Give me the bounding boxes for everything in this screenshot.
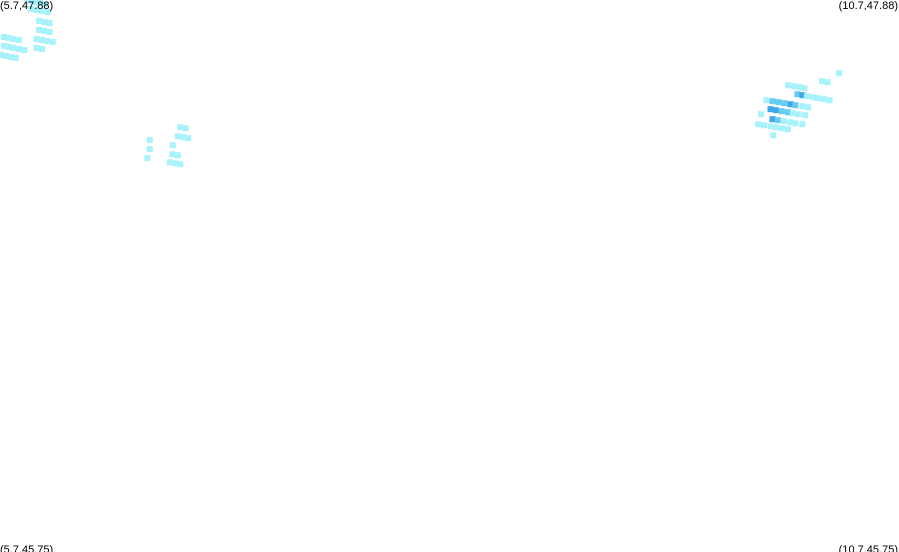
grid-cell-low	[36, 27, 43, 33]
grid-cell-low	[799, 121, 806, 128]
grid-cell-low	[31, 0, 38, 5]
grid-cell-low	[824, 79, 831, 86]
grid-cell-low	[39, 46, 46, 52]
grid-cell-low	[781, 118, 787, 125]
grid-cell-low	[33, 44, 40, 51]
grid-cell-low	[819, 78, 825, 85]
grid-cell-low	[169, 142, 176, 149]
grid-cell-low	[0, 42, 7, 49]
grid-cell-low	[5, 43, 12, 50]
grid-cell-low	[36, 17, 43, 24]
grid-cell-low	[44, 38, 51, 44]
grid-cell-mid	[775, 99, 782, 106]
grid-cell-low	[169, 151, 176, 158]
grid-cell-low	[795, 111, 802, 118]
grid-cell-low	[28, 6, 35, 12]
corner-label-top-left: (5.7,47.88)	[0, 0, 54, 12]
grid-cell-low	[25, 0, 32, 4]
grid-cell-low	[36, 0, 43, 6]
grid-cell-low	[779, 125, 785, 132]
grid-cell-low	[144, 155, 151, 161]
grid-cell-low	[761, 122, 767, 129]
grid-cell-low	[15, 46, 22, 52]
grid-cell-low	[174, 152, 181, 159]
grid-cell-low	[789, 110, 796, 117]
grid-cell-low	[171, 160, 178, 167]
grid-cell-low	[801, 85, 808, 92]
grid-cell-low	[177, 161, 184, 168]
grid-cell-low	[826, 97, 833, 104]
grid-cell-high	[787, 101, 794, 108]
grid-cell-low	[0, 51, 5, 58]
grid-cell-low	[758, 111, 764, 118]
grid-cell-low	[146, 137, 153, 143]
grid-cell-low	[41, 27, 48, 34]
grid-cell-low	[21, 47, 28, 53]
corner-label-top-right: (10.7,47.88)	[838, 0, 898, 12]
grid-cell-low	[33, 7, 40, 13]
grid-cell-mid	[784, 109, 791, 116]
grid-cell-low	[809, 94, 816, 101]
grid-cell-mid	[794, 91, 801, 98]
grid-cell-mid	[774, 117, 781, 124]
grid-cell-low	[177, 124, 184, 131]
grid-cell-low	[12, 54, 19, 61]
grid-cell-low	[804, 104, 811, 111]
grid-cell-low	[790, 83, 797, 90]
grid-cell-low	[166, 159, 173, 166]
grid-cell-low	[763, 97, 770, 104]
grid-cell-low	[44, 9, 51, 15]
grid-cell-low	[42, 1, 49, 7]
grid-cell-low	[146, 146, 153, 152]
grid-cell-low	[46, 29, 53, 35]
grid-cell-low	[815, 95, 821, 102]
grid-cell-low	[784, 126, 791, 133]
grid-cell-low	[770, 132, 777, 139]
grid-cell-high	[767, 106, 774, 113]
grid-cell-low	[767, 123, 774, 130]
grid-cell-low	[5, 34, 12, 41]
grid-cell-low	[803, 93, 810, 100]
grid-cell-low	[39, 37, 46, 43]
grid-cell-high	[769, 116, 776, 123]
corner-label-bottom-left: (5.7,45.75)	[0, 544, 54, 552]
grid-cell-low	[8, 54, 15, 60]
grid-cell-low	[785, 82, 791, 89]
corner-label-bottom-right: (10.7,45.75)	[838, 544, 898, 552]
grid-cell-low	[10, 44, 17, 51]
grid-cell-high	[799, 92, 806, 99]
grid-cell-mid	[769, 98, 776, 105]
grid-cell-low	[802, 112, 809, 119]
grid-cell-low	[0, 34, 7, 40]
grid-cell-mid	[792, 102, 799, 109]
grid-cell-low	[799, 103, 806, 110]
grid-cell-low	[792, 120, 799, 127]
grid-cell-low	[41, 19, 48, 25]
grid-cell-mid	[781, 100, 788, 107]
grid-cell-low	[182, 125, 189, 132]
grid-cell-low	[174, 133, 181, 140]
grid-cell-low	[796, 84, 803, 91]
grid-cell-low	[787, 119, 794, 126]
grid-cell-high	[772, 107, 779, 114]
grid-cell-low	[10, 36, 17, 42]
grid-cell-mid	[778, 108, 785, 115]
grid-cell-low	[180, 134, 187, 141]
grid-cell-low	[33, 36, 40, 42]
grid-cell-low	[3, 53, 9, 59]
grid-cell-low	[836, 70, 842, 77]
grid-cell-low	[773, 124, 779, 131]
grid-cell-low	[15, 37, 22, 43]
grid-cell-low	[49, 39, 56, 45]
grid-cell-low	[39, 8, 46, 14]
grid-cell-low	[185, 135, 192, 142]
grid-cell-low	[755, 121, 761, 128]
grid-cell-low	[821, 96, 827, 103]
grid-cell-low	[46, 20, 53, 26]
